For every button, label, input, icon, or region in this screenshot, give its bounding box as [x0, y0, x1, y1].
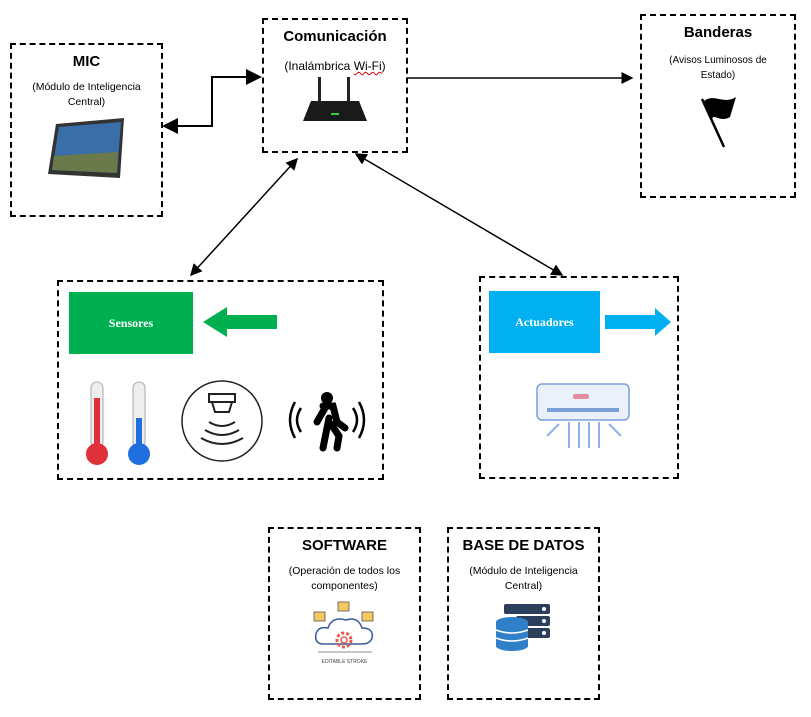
- banderas-subtitle: (Avisos Luminosos de Estado): [669, 55, 767, 81]
- sensores-box: Sensores: [57, 280, 384, 480]
- base-datos-box: BASE DE DATOS (Módulo de Inteligencia Ce…: [447, 527, 600, 700]
- software-subtitle: (Operación de todos los componentes): [288, 565, 401, 592]
- subtitle-wifi: Wi-Fi: [353, 59, 382, 73]
- cloud-software-icon: [313, 601, 373, 653]
- flag-icon: [700, 97, 736, 148]
- thermometers-icon: [86, 381, 150, 465]
- green-arrow-icon: [203, 307, 277, 337]
- comunicacion-subtitle: (Inalámbrica Wi-Fi): [264, 59, 406, 73]
- mic-box: MIC (Módulo de Inteligencia Central): [10, 43, 163, 217]
- base-datos-title: BASE DE DATOS: [462, 537, 585, 554]
- mic-title: MIC: [72, 53, 101, 70]
- motion-sensor-icon: [288, 392, 366, 452]
- arrow-comunicacion-actuadores: [354, 153, 564, 276]
- blue-arrow-icon: [605, 308, 671, 336]
- arrow-mic-comunicacion: [162, 69, 262, 134]
- router-icon: [303, 77, 367, 121]
- actuadores-box: Actuadores: [479, 276, 679, 479]
- subtitle-close: ): [381, 59, 386, 73]
- banderas-box: Banderas (Avisos Luminosos de Estado): [640, 14, 796, 198]
- base-datos-subtitle: (Módulo de Inteligencia Central): [469, 565, 578, 592]
- tablet-icon: [47, 118, 124, 178]
- comunicacion-title: Comunicación: [283, 28, 387, 45]
- database-server-icon: [495, 604, 550, 651]
- software-title: SOFTWARE: [302, 537, 387, 554]
- comunicacion-box: Comunicación (Inalámbrica Wi-Fi): [262, 18, 408, 153]
- banderas-title: Banderas: [683, 24, 753, 41]
- mic-subtitle: (Módulo de Inteligencia Central): [32, 81, 141, 108]
- software-icon-caption: EDITABLE STROKE: [321, 659, 368, 665]
- subtitle-text: (Inalámbrica: [284, 59, 354, 73]
- smoke-detector-icon: [181, 380, 263, 462]
- sensores-label: Sensores: [69, 292, 193, 354]
- arrow-comunicacion-sensores: [189, 157, 299, 277]
- air-conditioner-icon: [536, 383, 630, 448]
- actuadores-label: Actuadores: [489, 291, 600, 353]
- software-box: SOFTWARE (Operación de todos los compone…: [268, 527, 421, 700]
